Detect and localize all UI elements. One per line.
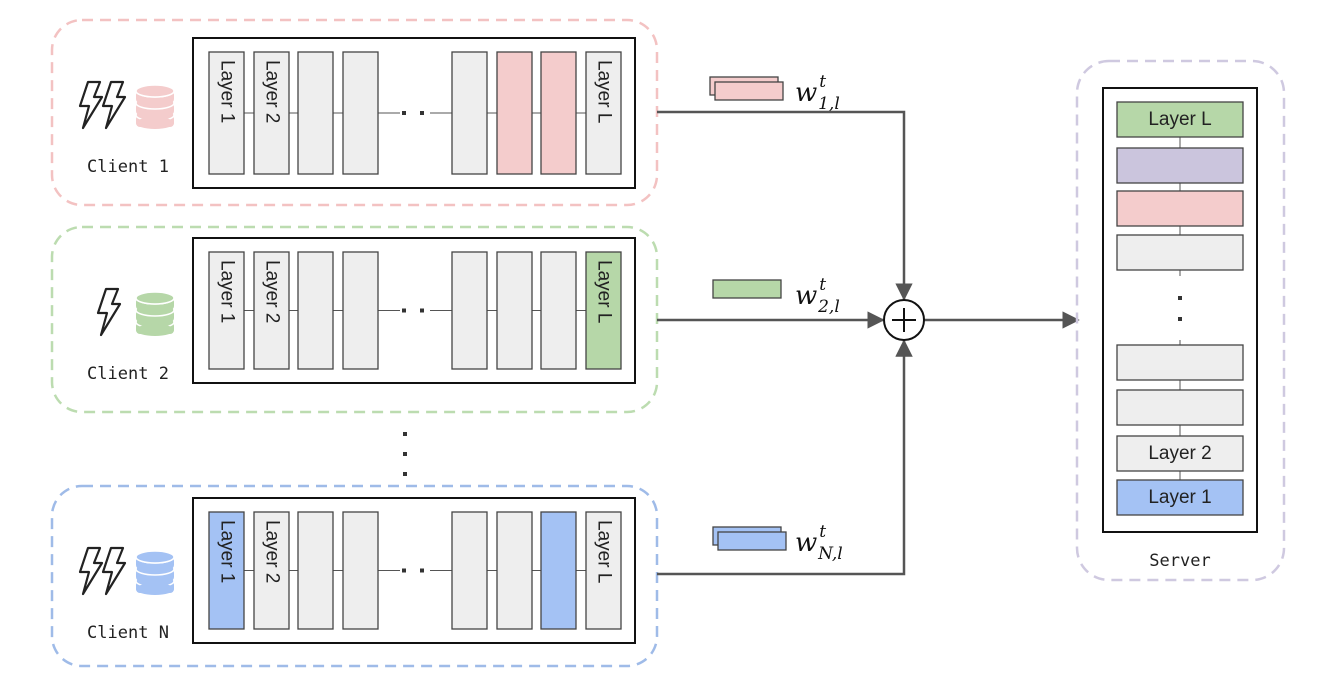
- server-boundary: [1075, 59, 1286, 582]
- model-layer: [540, 251, 577, 370]
- client-n: Client N Layer 1 Layer 2 Layer L: [50, 484, 659, 668]
- model-layer: [208, 51, 245, 175]
- server-layer: [1116, 479, 1244, 516]
- transmitted-weights-icon: [712, 279, 782, 299]
- model-layer: [342, 251, 379, 370]
- server-layer: [1116, 389, 1244, 426]
- model-layer: [451, 251, 488, 370]
- database-icon: [135, 550, 175, 595]
- database-icon: [135, 291, 175, 336]
- server-layer: [1116, 435, 1244, 472]
- model-layer-label: Layer 1: [216, 520, 237, 583]
- server-layer-label: Layer 2: [1148, 443, 1211, 464]
- lightning-bolt-icon: [96, 287, 122, 337]
- database-icon: [135, 84, 175, 129]
- client-label: Client 1: [87, 157, 169, 177]
- server-layer: [1116, 344, 1244, 381]
- model-layer-label: Layer 1: [216, 260, 237, 323]
- model-layer: [451, 51, 488, 175]
- ellipsis-icon: [402, 568, 424, 573]
- model-layer: [208, 251, 245, 370]
- model-layer-label: Layer 2: [261, 60, 282, 123]
- model-layer: [297, 51, 334, 175]
- model-layer: [540, 51, 577, 175]
- model-layer: [451, 511, 488, 630]
- model-layer: [496, 51, 533, 175]
- model-layer: [496, 251, 533, 370]
- lightning-bolt-icon: [101, 80, 127, 130]
- model-layer: [342, 511, 379, 630]
- client-label: Client N: [87, 623, 169, 643]
- client-boundary: [50, 484, 659, 668]
- model-layer: [253, 511, 290, 630]
- arrow-client-n: [657, 339, 913, 576]
- model-layer-label: Layer 1: [216, 60, 237, 123]
- model-layer: [297, 251, 334, 370]
- lightning-bolt-icon: [78, 546, 104, 596]
- server-layer: [1116, 190, 1244, 227]
- model-layer: [585, 51, 622, 175]
- client-2: Client 2 Layer 1 Layer 2 Layer L: [50, 225, 659, 414]
- model-layer-label: Layer L: [593, 260, 614, 323]
- server-layer: [1116, 101, 1244, 138]
- model-layer-label: Layer L: [593, 520, 614, 583]
- ellipsis-icon: [402, 111, 424, 115]
- client-icons: [78, 546, 175, 596]
- model-layer: [540, 511, 577, 630]
- model-layer: [585, 511, 622, 630]
- model-layer: [253, 251, 290, 370]
- model-layer-label: Layer 2: [261, 520, 282, 583]
- model-layer: [253, 51, 290, 175]
- server-layer: [1116, 147, 1244, 184]
- client-label: Client 2: [87, 364, 169, 384]
- lightning-bolt-icon: [78, 80, 104, 130]
- ellipsis-icon: [402, 308, 424, 313]
- server-layer-label: Layer L: [1148, 109, 1211, 130]
- server: Layer L Layer 2 Layer 1 Server: [1075, 59, 1286, 582]
- model-layer-label: Layer L: [593, 60, 614, 123]
- lightning-bolt-icon: [101, 546, 127, 596]
- ellipsis-icon: [403, 432, 407, 476]
- client-1: Client 1 Layer 1 Layer 2 Layer L: [50, 18, 659, 207]
- client-icons: [78, 80, 175, 130]
- server-label: Server: [1149, 551, 1210, 571]
- model-layer: [496, 511, 533, 630]
- transmitted-weights-icon: [709, 76, 784, 101]
- model-layer: [585, 251, 622, 370]
- server-layer-label: Layer 1: [1148, 487, 1211, 508]
- model-layer: [208, 511, 245, 630]
- client-icons: [96, 287, 175, 337]
- transmitted-weights-icon: [712, 526, 787, 551]
- ellipsis-icon: [1178, 296, 1182, 321]
- model-layer: [342, 51, 379, 175]
- arrow-client-1: [657, 110, 913, 301]
- model-layer: [297, 511, 334, 630]
- model-layer-label: Layer 2: [261, 260, 282, 323]
- plus-circle-icon: +: [883, 299, 925, 341]
- server-layer: [1116, 234, 1244, 271]
